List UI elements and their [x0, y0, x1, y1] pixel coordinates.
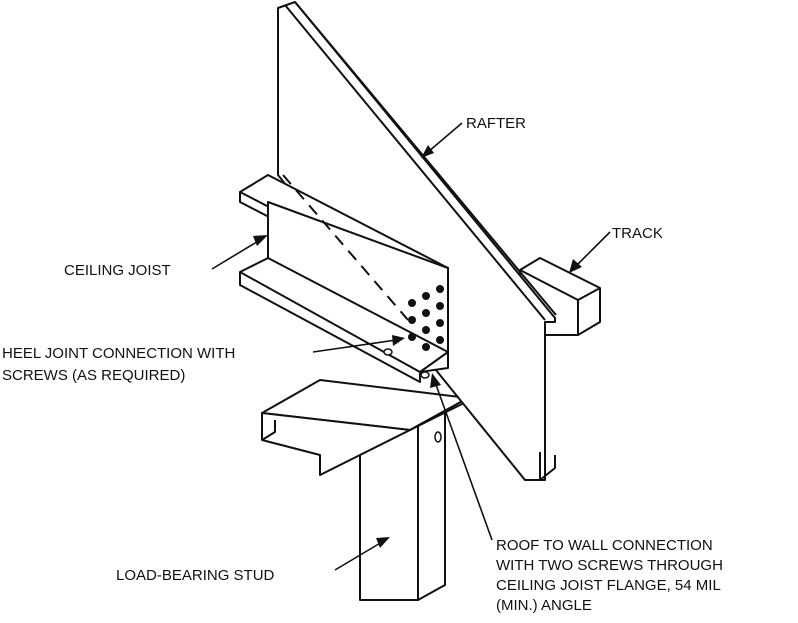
roof-to-wall-label-line-4: (MIN.) ANGLE — [496, 597, 592, 614]
rafter-label: RAFTER — [466, 115, 526, 132]
track-label: TRACK — [612, 225, 663, 242]
ceiling-joist — [239, 174, 449, 383]
ceiling-joist-label: CEILING JOIST — [64, 262, 171, 279]
roof-to-wall-label-line-3: CEILING JOIST FLANGE, 54 MIL — [496, 577, 721, 594]
labels: RAFTER TRACK CEILING JOIST HEEL JOINT CO… — [2, 115, 723, 614]
heel-joint-screws — [383, 285, 444, 379]
roof-to-wall-label-line-1: ROOF TO WALL CONNECTION — [496, 537, 713, 554]
heel-joint-label-line-1: HEEL JOINT CONNECTION WITH — [2, 345, 235, 362]
heel-joint-label-line-2: SCREWS (AS REQUIRED) — [2, 367, 185, 384]
leader-lines — [211, 122, 611, 571]
roof-to-wall-label-line-2: WITH TWO SCREWS THROUGH — [496, 557, 723, 574]
load-bearing-stud-label: LOAD-BEARING STUD — [116, 567, 275, 584]
track — [261, 257, 601, 476]
